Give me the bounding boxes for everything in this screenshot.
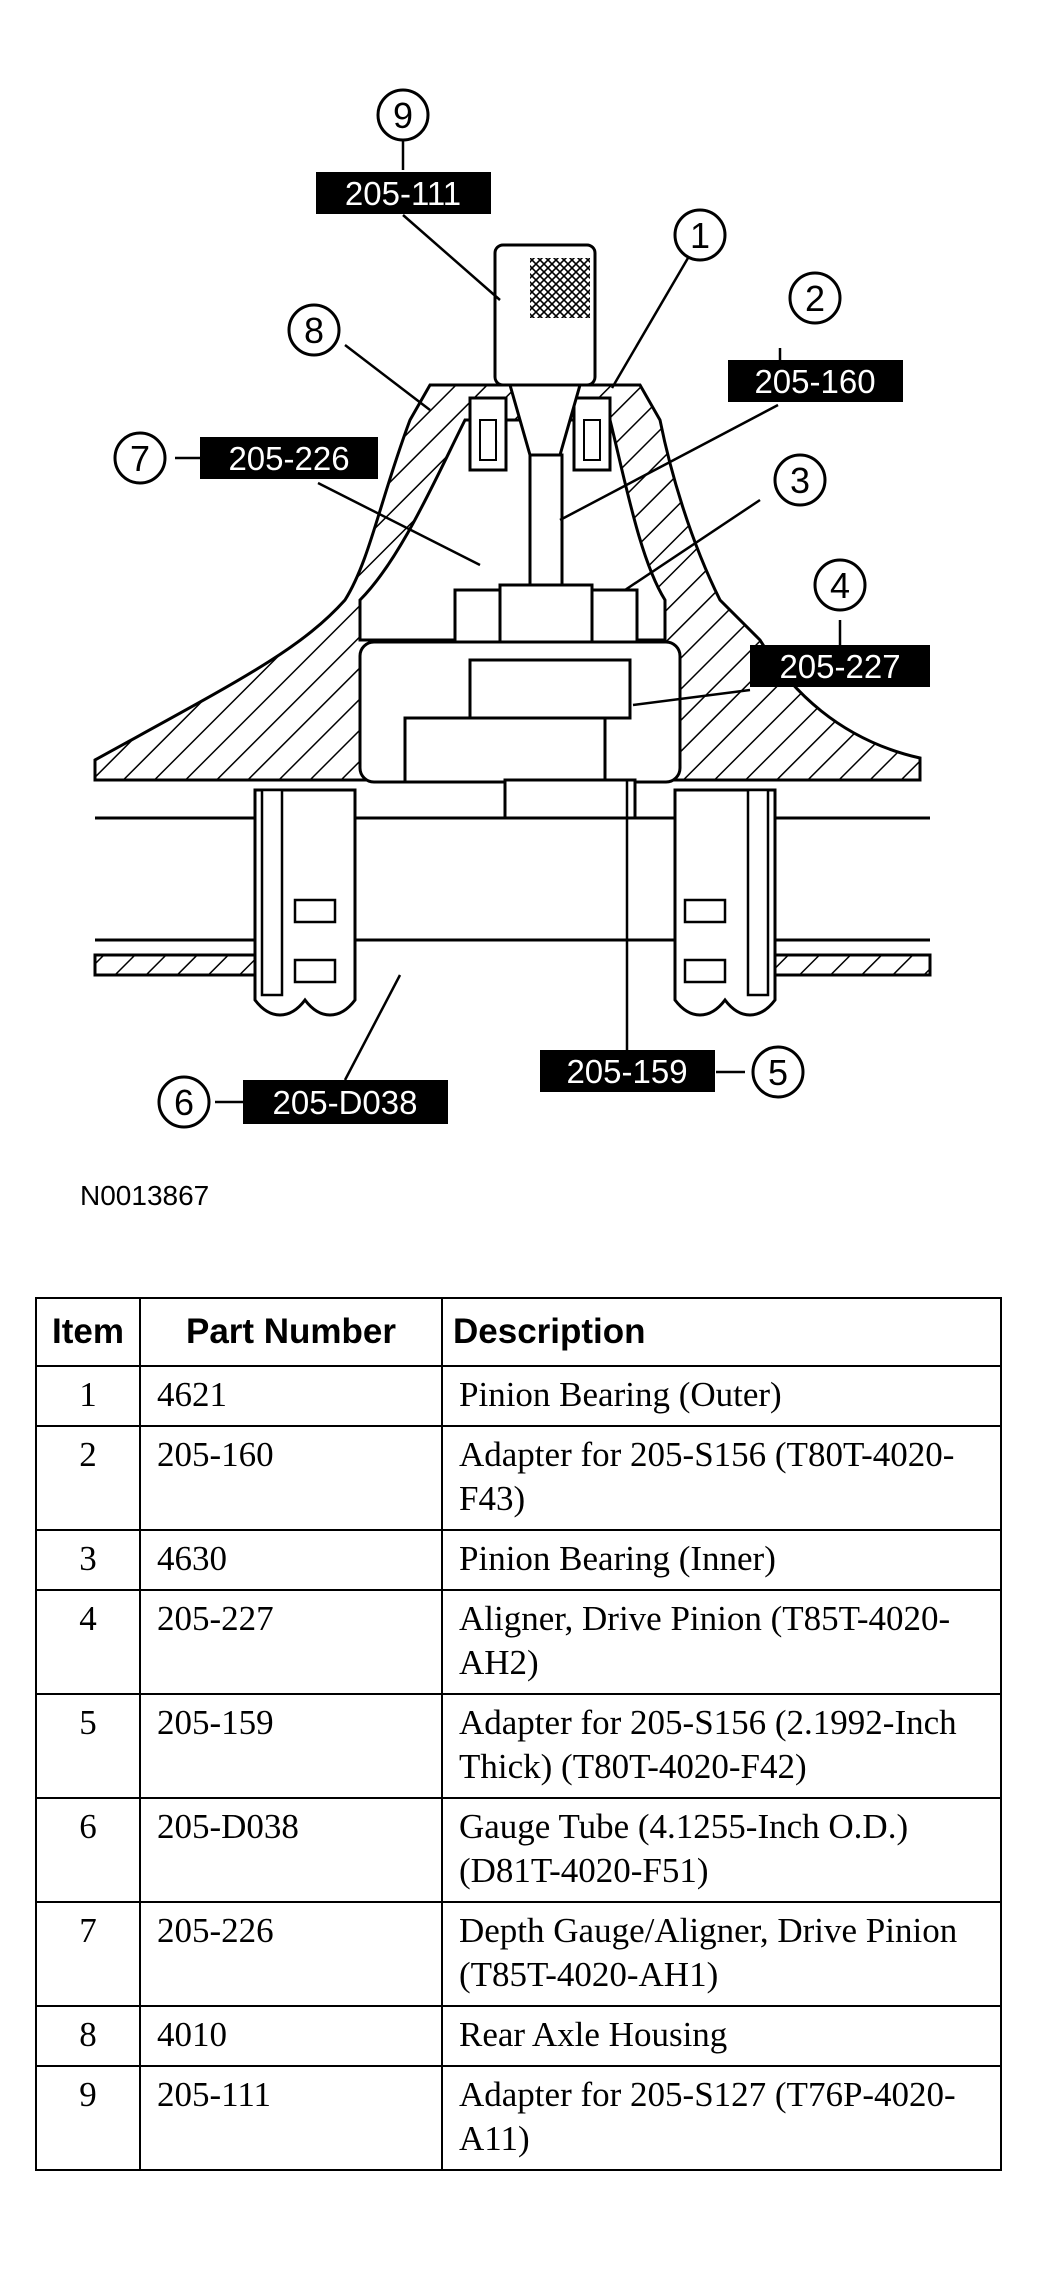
callout-6-number: 6	[174, 1082, 194, 1123]
table-row: 3 4630 Pinion Bearing (Inner)	[35, 1529, 1002, 1591]
table-row: 4 205-227 Aligner, Drive Pinion (T85T-40…	[35, 1589, 1002, 1695]
row-description: Adapter for 205-S127 (T76P-4020-A11)	[441, 2065, 1002, 2171]
callout-5-number: 5	[768, 1052, 788, 1093]
row-item: 7	[35, 1901, 141, 2007]
tool-assembly-diagram: 9 1 2 3 4 5 6 7 8 205-111 205-160 205-22…	[93, 88, 932, 1129]
row-item: 9	[35, 2065, 141, 2171]
row-description: Rear Axle Housing	[441, 2005, 1002, 2067]
row-item: 8	[35, 2005, 141, 2067]
row-part-number: 205-159	[139, 1693, 443, 1799]
table-row: 8 4010 Rear Axle Housing	[35, 2005, 1002, 2067]
aligner-inner	[468, 658, 632, 720]
callout-3-number: 3	[790, 460, 810, 501]
inner-bearing-left	[453, 588, 502, 647]
row-item: 3	[35, 1529, 141, 1591]
row-part-number: 4621	[139, 1365, 443, 1427]
row-item: 1	[35, 1365, 141, 1427]
callout-2-number: 2	[805, 278, 825, 319]
table-row: 9 205-111 Adapter for 205-S127 (T76P-402…	[35, 2065, 1002, 2171]
row-item: 4	[35, 1589, 141, 1695]
tag-205-111: 205-111	[345, 175, 461, 212]
table-row: 6 205-D038 Gauge Tube (4.1255-Inch O.D.)…	[35, 1797, 1002, 1903]
row-part-number: 205-226	[139, 1901, 443, 2007]
adapter-205-159	[503, 778, 637, 822]
callout-4-number: 4	[830, 565, 850, 606]
tag-205-227: 205-227	[779, 648, 900, 685]
row-item: 2	[35, 1425, 141, 1531]
callout-1-number: 1	[690, 215, 710, 256]
row-part-number: 205-111	[139, 2065, 443, 2171]
tag-205-D038: 205-D038	[273, 1084, 418, 1121]
row-description: Depth Gauge/Aligner, Drive Pinion (T85T-…	[441, 1901, 1002, 2007]
row-part-number: 205-160	[139, 1425, 443, 1531]
row-description: Adapter for 205-S156 (T80T-4020-F43)	[441, 1425, 1002, 1531]
table-row: 1 4621 Pinion Bearing (Outer)	[35, 1365, 1002, 1427]
inner-bearing-right	[590, 588, 639, 647]
lower-housing-hatch	[93, 953, 932, 977]
row-description: Aligner, Drive Pinion (T85T-4020-AH2)	[441, 1589, 1002, 1695]
table-row: 2 205-160 Adapter for 205-S156 (T80T-402…	[35, 1425, 1002, 1531]
row-description: Gauge Tube (4.1255-Inch O.D.) (D81T-4020…	[441, 1797, 1002, 1903]
tag-205-160: 205-160	[754, 363, 875, 400]
row-part-number: 205-227	[139, 1589, 443, 1695]
gauge-tube-205-D038	[353, 816, 677, 942]
callout-7-number: 7	[130, 438, 150, 479]
row-part-number: 4630	[139, 1529, 443, 1591]
callout-8-number: 8	[304, 310, 324, 351]
aligner-step	[403, 716, 607, 784]
parts-table: Item Part Number Description 1 4621 Pini…	[35, 1297, 1002, 2171]
row-item: 6	[35, 1797, 141, 1903]
outer-bearing-cup-right	[583, 419, 601, 461]
inner-bearing-center	[498, 583, 594, 647]
figure-id: N0013867	[80, 1180, 210, 1211]
table-row: 5 205-159 Adapter for 205-S156 (2.1992-I…	[35, 1693, 1002, 1799]
row-description: Pinion Bearing (Inner)	[441, 1529, 1002, 1591]
row-part-number: 4010	[139, 2005, 443, 2067]
header-part-number: Part Number	[139, 1297, 443, 1367]
tag-205-226: 205-226	[228, 440, 349, 477]
outer-bearing-cup-left	[479, 419, 497, 461]
tag-205-159: 205-159	[566, 1053, 687, 1090]
row-item: 5	[35, 1693, 141, 1799]
callout-9-number: 9	[393, 95, 413, 136]
table-row: 7 205-226 Depth Gauge/Aligner, Drive Pin…	[35, 1901, 1002, 2007]
row-part-number: 205-D038	[139, 1797, 443, 1903]
row-description: Pinion Bearing (Outer)	[441, 1365, 1002, 1427]
header-description: Description	[441, 1297, 1002, 1367]
header-item: Item	[35, 1297, 141, 1367]
row-description: Adapter for 205-S156 (2.1992-Inch Thick)…	[441, 1693, 1002, 1799]
knurl-pattern	[530, 258, 590, 318]
table-header-row: Item Part Number Description	[35, 1297, 1002, 1367]
